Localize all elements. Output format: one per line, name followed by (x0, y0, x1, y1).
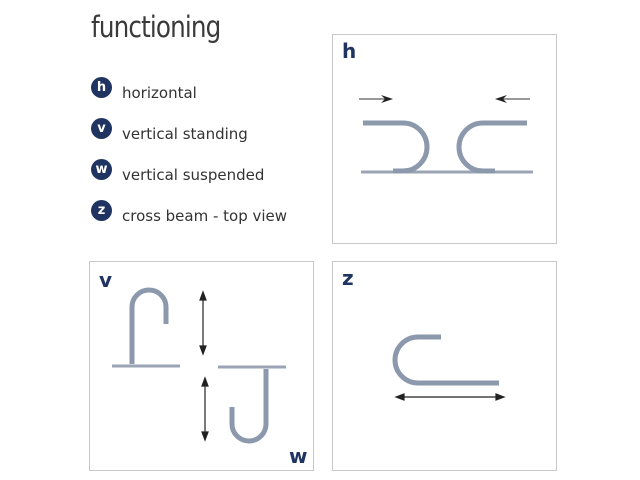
legend-item-h: h horizontal (91, 72, 287, 113)
legend: h horizontal v vertical standing w vertical… (91, 72, 287, 236)
legend-label: cross beam - top view (122, 206, 288, 225)
legend-item-w: w vertical suspended (91, 154, 287, 195)
panel-label-h: h (342, 39, 357, 63)
legend-label: vertical suspended (122, 165, 265, 184)
panel-label-w: w (289, 444, 308, 468)
page-title: functioning (91, 10, 221, 44)
cross-beam-diagram (392, 334, 506, 401)
panel-label-z: z (342, 266, 354, 290)
panel-horizontal: h (332, 34, 557, 244)
badge-z: z (91, 200, 112, 221)
legend-item-v: v vertical standing (91, 113, 287, 154)
panel-vertical: v w (89, 261, 314, 471)
legend-item-z: z cross beam - top view (91, 195, 287, 236)
badge-w: w (91, 159, 112, 180)
vertical-diagram (112, 287, 286, 444)
badge-v: v (91, 118, 112, 139)
badge-h: h (91, 77, 112, 98)
legend-label: vertical standing (122, 124, 248, 143)
panel-label-v: v (99, 268, 113, 292)
legend-label: horizontal (122, 83, 197, 102)
horizontal-diagram (359, 95, 533, 174)
panel-cross-beam: z (332, 261, 557, 471)
